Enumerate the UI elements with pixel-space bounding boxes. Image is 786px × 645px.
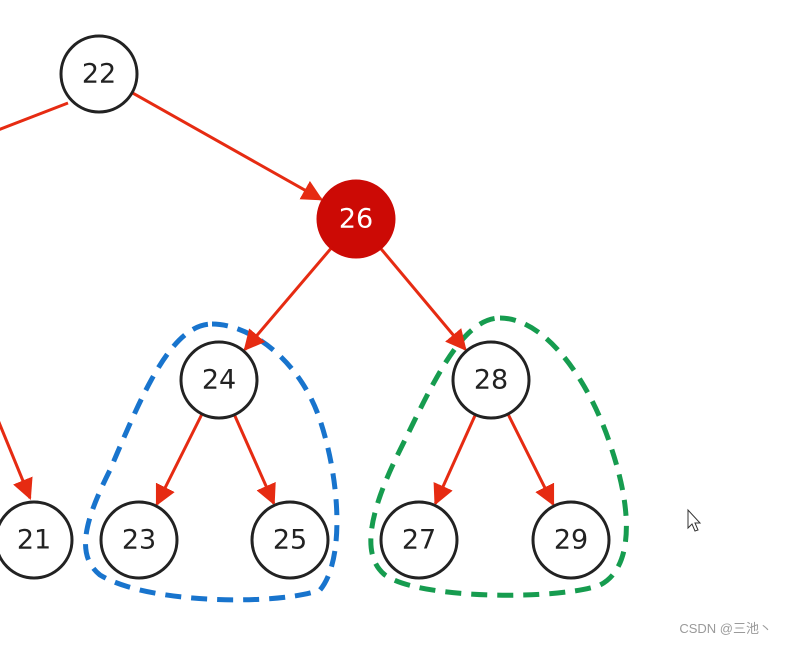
tree-node-label: 21 (17, 525, 51, 556)
tree-edge-n26-n24 (243, 246, 333, 352)
tree-node-29: 29 (531, 500, 611, 580)
tree-edge-n26-n28 (379, 247, 467, 351)
mouse-cursor-icon (687, 508, 702, 532)
tree-edge-offscreen-to-n21 (0, 420, 33, 500)
tree-node-label: 24 (202, 365, 236, 396)
tree-edge-n28-n29 (506, 413, 555, 507)
tree-node-label: 22 (82, 59, 116, 90)
tree-node-label: 23 (122, 525, 156, 556)
tree-node-circle (99, 500, 179, 580)
tree-edge-n22-n26 (131, 91, 323, 201)
tree-node-label: 25 (273, 525, 307, 556)
tree-node-label: 28 (474, 365, 508, 396)
tree-node-28: 28 (451, 340, 531, 420)
tree-edge-n28-n27 (433, 414, 477, 506)
tree-node-23: 23 (99, 500, 179, 580)
tree-node-label: 27 (402, 525, 436, 556)
tree-node-label: 29 (554, 525, 588, 556)
tree-edges (131, 91, 555, 507)
tree-node-25: 25 (250, 500, 330, 580)
tree-node-circle (316, 179, 396, 259)
tree-nodes: 22 26 24 28 21 23 25 27 29 (0, 34, 611, 580)
tree-node-circle (379, 500, 459, 580)
tree-edge-n24-n23 (155, 413, 204, 507)
tree-node-27: 27 (379, 500, 459, 580)
tree-node-label: 26 (339, 204, 373, 235)
tree-edge-offscreen-left-root (0, 101, 69, 131)
tree-node-21: 21 (0, 500, 74, 580)
tree-node-circle (179, 340, 259, 420)
tree-node-circle (59, 34, 139, 114)
watermark: CSDN @三池丶 (679, 621, 772, 636)
right-subtree-group-outline (368, 315, 629, 598)
tree-node-24: 24 (179, 340, 259, 420)
tree-node-22: 22 (59, 34, 139, 114)
tree-node-26: 26 (316, 179, 396, 259)
tree-edge-n24-n25 (233, 414, 276, 506)
tree-node-circle (531, 500, 611, 580)
tree-node-circle (0, 500, 74, 580)
left-subtree-group-outline (83, 321, 340, 603)
tree-node-circle (250, 500, 330, 580)
tree-node-circle (451, 340, 531, 420)
